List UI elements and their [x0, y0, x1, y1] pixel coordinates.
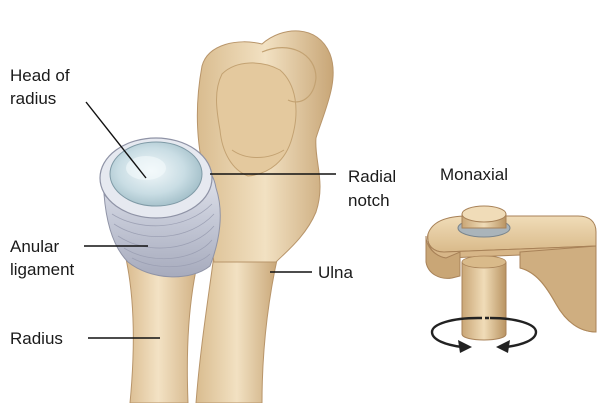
label-head-of-radius-2: radius	[10, 89, 56, 108]
ulna-shaft	[196, 255, 278, 403]
label-anular-ligament-1: Anular	[10, 237, 59, 256]
label-radial-notch-2: notch	[348, 191, 390, 210]
rotation-arrowhead-left	[458, 340, 472, 353]
model-peg	[462, 262, 506, 340]
label-head-of-radius-1: Head of	[10, 66, 70, 85]
model-bracket-arm	[520, 246, 596, 332]
label-anular-ligament-2: ligament	[10, 260, 75, 279]
model-pin-top	[462, 206, 506, 222]
label-radial-notch-1: Radial	[348, 167, 396, 186]
monaxial-joint-model	[426, 206, 596, 353]
anatomy-illustration	[100, 31, 333, 403]
label-radius: Radius	[10, 329, 63, 348]
rotation-arrowhead-right	[496, 340, 510, 353]
label-ulna: Ulna	[318, 263, 354, 282]
label-monaxial: Monaxial	[440, 165, 508, 184]
